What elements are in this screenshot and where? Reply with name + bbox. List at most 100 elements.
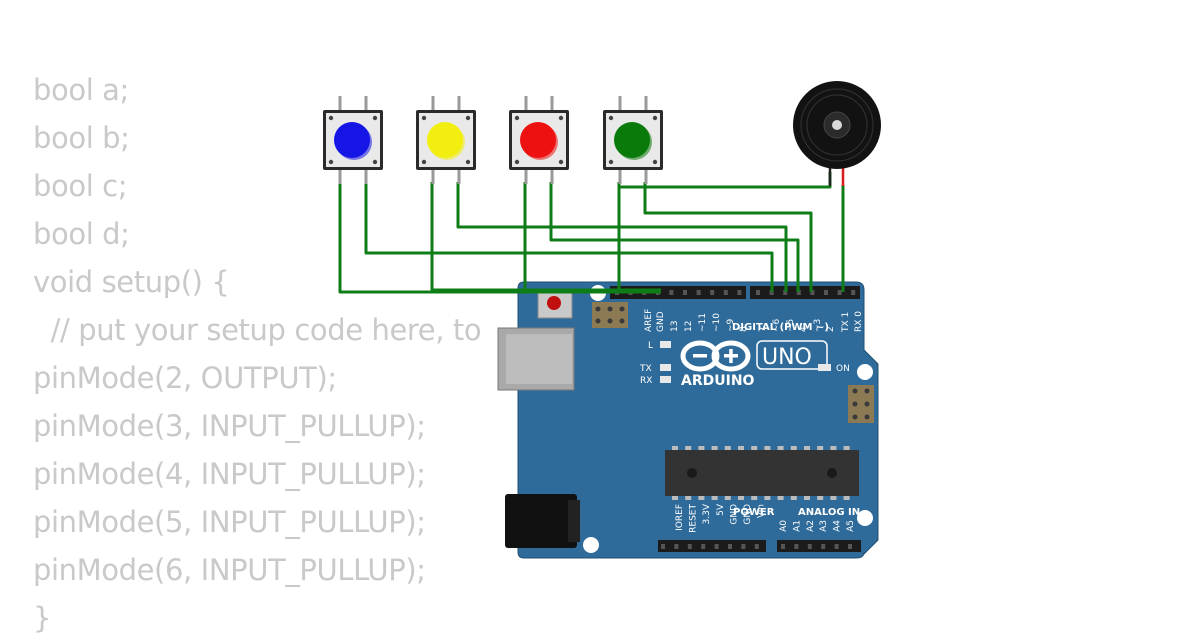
model-badge <box>756 340 828 370</box>
code-editor: bool a; bool b; bool c; bool d; void set… <box>33 66 482 642</box>
wire-green-right-pin3[interactable] <box>643 182 813 292</box>
led-tx-label: TX <box>639 364 652 374</box>
header-pin[interactable] <box>669 290 674 295</box>
header-pin[interactable] <box>821 544 826 549</box>
header-pin[interactable] <box>661 544 665 549</box>
pushbutton-3[interactable] <box>509 96 569 184</box>
power-jack <box>505 494 580 548</box>
chip-leg <box>817 496 824 500</box>
button-cap[interactable] <box>614 122 650 158</box>
header-pin[interactable] <box>794 544 799 549</box>
header-pin[interactable] <box>701 544 706 549</box>
code-line: pinMode(2, OUTPUT); <box>33 361 337 395</box>
chip-leg <box>751 446 758 450</box>
mounting-hole <box>857 364 873 380</box>
button-leg <box>364 96 368 110</box>
chip-leg <box>804 446 810 450</box>
header-pin[interactable] <box>756 290 760 295</box>
header-pin[interactable] <box>683 290 687 295</box>
pin-label: A5 <box>846 520 856 532</box>
header-pin[interactable] <box>796 290 801 295</box>
pin-label: ~11 <box>698 313 708 332</box>
button-leg <box>644 170 648 184</box>
pin-label: A4 <box>833 520 843 532</box>
header-pin[interactable] <box>714 544 719 549</box>
header-pin[interactable] <box>687 544 692 549</box>
wire-blue-left-gnd[interactable] <box>338 182 661 294</box>
wire-yellow-right-pin5[interactable] <box>456 182 788 292</box>
header-pin[interactable] <box>769 290 774 295</box>
led-rx-label: RX <box>640 376 652 386</box>
led-on-label: ON <box>836 364 850 374</box>
power-label: POWER <box>733 507 775 518</box>
button-leg <box>364 170 368 184</box>
header-pin[interactable] <box>783 290 788 295</box>
wire-green-left-gnd[interactable] <box>617 172 832 189</box>
button-leg <box>431 96 435 110</box>
pin-label: ~9 <box>726 318 736 332</box>
code-line: bool c; <box>33 169 128 203</box>
wires <box>338 172 845 294</box>
button-screw <box>514 115 520 121</box>
header-pin[interactable] <box>807 544 812 549</box>
pin-label: GND <box>656 311 666 332</box>
header-pin[interactable] <box>674 544 679 549</box>
chip-leg <box>790 496 797 500</box>
led-l-label: L <box>648 341 653 351</box>
pin-label: TX 1 <box>841 312 851 333</box>
button-leg <box>618 170 622 184</box>
digital-header-right <box>750 286 860 299</box>
power-header <box>658 540 766 552</box>
header-pin[interactable] <box>851 290 856 295</box>
pin-label: ~10 <box>712 313 722 332</box>
code-line: pinMode(4, INPUT_PULLUP); <box>33 457 426 491</box>
wire-blue-right-pin6[interactable] <box>364 182 774 292</box>
mounting-hole <box>583 537 599 553</box>
reset-button[interactable] <box>537 289 573 319</box>
header-pin[interactable] <box>834 544 839 549</box>
chip-leg <box>685 446 692 450</box>
piezo-buzzer[interactable] <box>793 81 881 186</box>
header-pin[interactable] <box>737 290 742 295</box>
pin-label: 5V <box>716 503 726 516</box>
wire-red-right-pin4[interactable] <box>549 182 800 292</box>
pushbutton-4[interactable] <box>603 96 663 184</box>
header-pin[interactable] <box>754 544 759 549</box>
wire-yellow-left-gnd[interactable] <box>430 182 661 292</box>
pushbutton-2[interactable] <box>416 96 476 184</box>
button-leg <box>457 96 461 110</box>
header-pin[interactable] <box>824 290 828 295</box>
chip-leg <box>830 446 837 450</box>
header-pin[interactable] <box>710 290 715 295</box>
pin-label: ~6 <box>772 318 782 332</box>
chip-leg <box>790 446 797 450</box>
pushbutton-1[interactable] <box>323 96 383 184</box>
header-pin[interactable] <box>728 544 732 549</box>
header-pin[interactable] <box>723 290 728 295</box>
button-screw <box>372 115 378 121</box>
button-screw <box>608 115 614 121</box>
header-pin[interactable] <box>848 544 852 549</box>
chip-leg <box>738 496 744 500</box>
pin-label: A1 <box>792 520 802 532</box>
header-pin[interactable] <box>810 290 815 295</box>
header-pin[interactable] <box>837 290 842 295</box>
header-pin[interactable] <box>741 544 746 549</box>
led-l <box>660 341 671 348</box>
arduino-logo <box>680 340 751 372</box>
code-line: bool a; <box>33 73 129 107</box>
button-cap[interactable] <box>427 122 463 158</box>
pin-label: A2 <box>806 520 816 532</box>
code-line: pinMode(6, INPUT_PULLUP); <box>33 553 426 587</box>
button-leg <box>457 170 461 184</box>
button-screw <box>608 159 614 165</box>
header-pin[interactable] <box>696 290 701 295</box>
button-cap[interactable] <box>520 122 556 158</box>
button-screw <box>514 159 520 165</box>
button-cap[interactable] <box>334 122 370 158</box>
model-label: UNO <box>762 345 812 370</box>
icsp-header <box>592 302 628 328</box>
header-pin[interactable] <box>781 544 785 549</box>
